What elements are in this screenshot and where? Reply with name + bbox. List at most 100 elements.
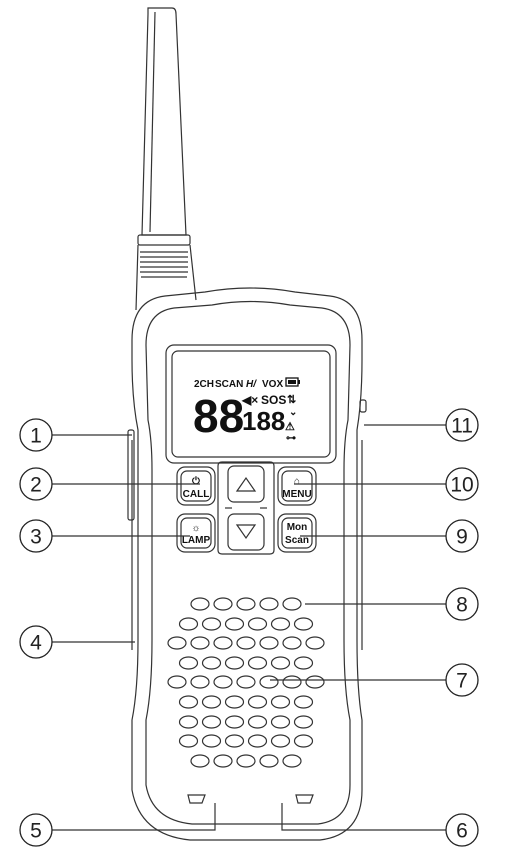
alert-icon: ⚠ xyxy=(285,421,295,433)
lcd-status-vox: VOX xyxy=(262,379,283,390)
grille-hole xyxy=(305,636,325,650)
grille-hole xyxy=(201,715,222,729)
speaker-mute-icon: ◀× xyxy=(241,393,258,407)
grille-hole xyxy=(236,754,256,768)
leader-line-6 xyxy=(281,803,446,831)
grille-hole xyxy=(236,636,256,650)
lcd-status-2ch: 2CH xyxy=(194,379,214,390)
arrow-down-icon: ⌄ xyxy=(289,407,297,418)
svg-text:2: 2 xyxy=(30,474,42,497)
grille-hole xyxy=(282,636,302,650)
grille-hole xyxy=(178,734,199,748)
grille-hole xyxy=(190,675,210,689)
grille-hole xyxy=(282,675,302,689)
leader-lines xyxy=(52,424,446,831)
grille-hole xyxy=(167,636,187,650)
callout-3: 3 xyxy=(19,519,53,553)
grille-hole xyxy=(293,715,314,729)
lamp-icon: ☼ xyxy=(191,523,200,534)
grille-hole xyxy=(247,695,268,709)
callout-5: 5 xyxy=(19,813,53,847)
callout-10: 10 xyxy=(445,467,479,501)
triangle-up-icon xyxy=(235,476,257,492)
grille-hole xyxy=(270,715,291,729)
mon-scan-button[interactable]: Mon Scan xyxy=(277,513,317,553)
svg-text:5: 5 xyxy=(30,820,42,843)
grille-hole xyxy=(247,656,268,670)
grille-hole xyxy=(293,617,314,631)
grille-hole xyxy=(201,734,222,748)
grille-hole xyxy=(282,597,302,611)
callout-4: 4 xyxy=(19,625,53,659)
grille-hole xyxy=(213,597,233,611)
lcd-freq-digits: 188 xyxy=(242,406,285,436)
grille-hole xyxy=(282,754,302,768)
grille-hole xyxy=(167,675,187,689)
speaker-grille xyxy=(167,597,325,768)
menu-label: MENU xyxy=(282,489,311,500)
lamp-button[interactable]: ☼ LAMP xyxy=(176,513,216,553)
grille-hole xyxy=(247,715,268,729)
callout-11: 11 xyxy=(445,408,479,442)
scan-label: Scan xyxy=(285,535,309,546)
svg-text:9: 9 xyxy=(456,526,468,549)
down-button[interactable] xyxy=(227,513,265,551)
call-button[interactable]: ⏻ CALL xyxy=(176,466,216,506)
grille-hole xyxy=(224,656,245,670)
callout-6: 6 xyxy=(445,813,479,847)
grille-hole xyxy=(270,695,291,709)
keypad: ⏻ CALL ☼ LAMP ⌂ MENU xyxy=(176,461,317,555)
grille-hole xyxy=(224,695,245,709)
lcd-screen: 2CH SCAN H/ VOX 88 ◀× SOS 188 ⇅ ⌄ ⚠ ⊶ xyxy=(165,344,337,464)
grille-hole xyxy=(224,715,245,729)
grille-hole xyxy=(190,636,210,650)
grille-hole xyxy=(270,617,291,631)
grille-hole xyxy=(236,597,256,611)
lamp-label: LAMP xyxy=(182,535,211,546)
grille-hole xyxy=(224,617,245,631)
svg-text:1: 1 xyxy=(30,425,42,448)
svg-text:7: 7 xyxy=(456,670,468,693)
callout-9: 9 xyxy=(445,519,479,553)
grille-hole xyxy=(213,636,233,650)
svg-text:3: 3 xyxy=(30,526,42,549)
key-lock-icon: ⊶ xyxy=(286,433,296,444)
grille-hole xyxy=(259,754,279,768)
callouts: 1 2 3 4 5 6 7 8 xyxy=(19,408,479,847)
grille-hole xyxy=(178,695,199,709)
grille-hole xyxy=(305,675,325,689)
leader-line-5 xyxy=(52,803,216,831)
grille-hole xyxy=(201,656,222,670)
lcd-sos: SOS xyxy=(261,393,286,407)
power-icon: ⏻ xyxy=(192,475,200,487)
callout-1: 1 xyxy=(19,418,53,452)
mon-label: Mon xyxy=(287,522,308,533)
grille-hole xyxy=(201,617,222,631)
grille-hole xyxy=(247,617,268,631)
grille-hole xyxy=(259,597,279,611)
grille-hole xyxy=(247,734,268,748)
grille-hole xyxy=(178,656,199,670)
grille-hole xyxy=(259,675,279,689)
grille-hole xyxy=(224,734,245,748)
callout-2: 2 xyxy=(19,467,53,501)
lcd-status-scan: SCAN xyxy=(215,379,243,390)
grille-hole xyxy=(213,754,233,768)
svg-text:8: 8 xyxy=(456,594,468,617)
lcd-status-hi: H/ xyxy=(246,379,257,390)
menu-button[interactable]: ⌂ MENU xyxy=(277,466,317,506)
grille-hole xyxy=(293,695,314,709)
antenna xyxy=(135,7,197,311)
svg-text:4: 4 xyxy=(30,632,42,655)
up-button[interactable] xyxy=(227,465,265,503)
svg-text:10: 10 xyxy=(450,474,473,497)
grille-hole xyxy=(178,617,199,631)
radio-body xyxy=(127,287,367,841)
lock-icon: ⌂ xyxy=(294,476,300,487)
signal-icon: ⇅ xyxy=(287,394,296,406)
grille-hole xyxy=(293,734,314,748)
grille-hole xyxy=(201,695,222,709)
grille-hole xyxy=(236,675,256,689)
grille-hole xyxy=(190,597,210,611)
